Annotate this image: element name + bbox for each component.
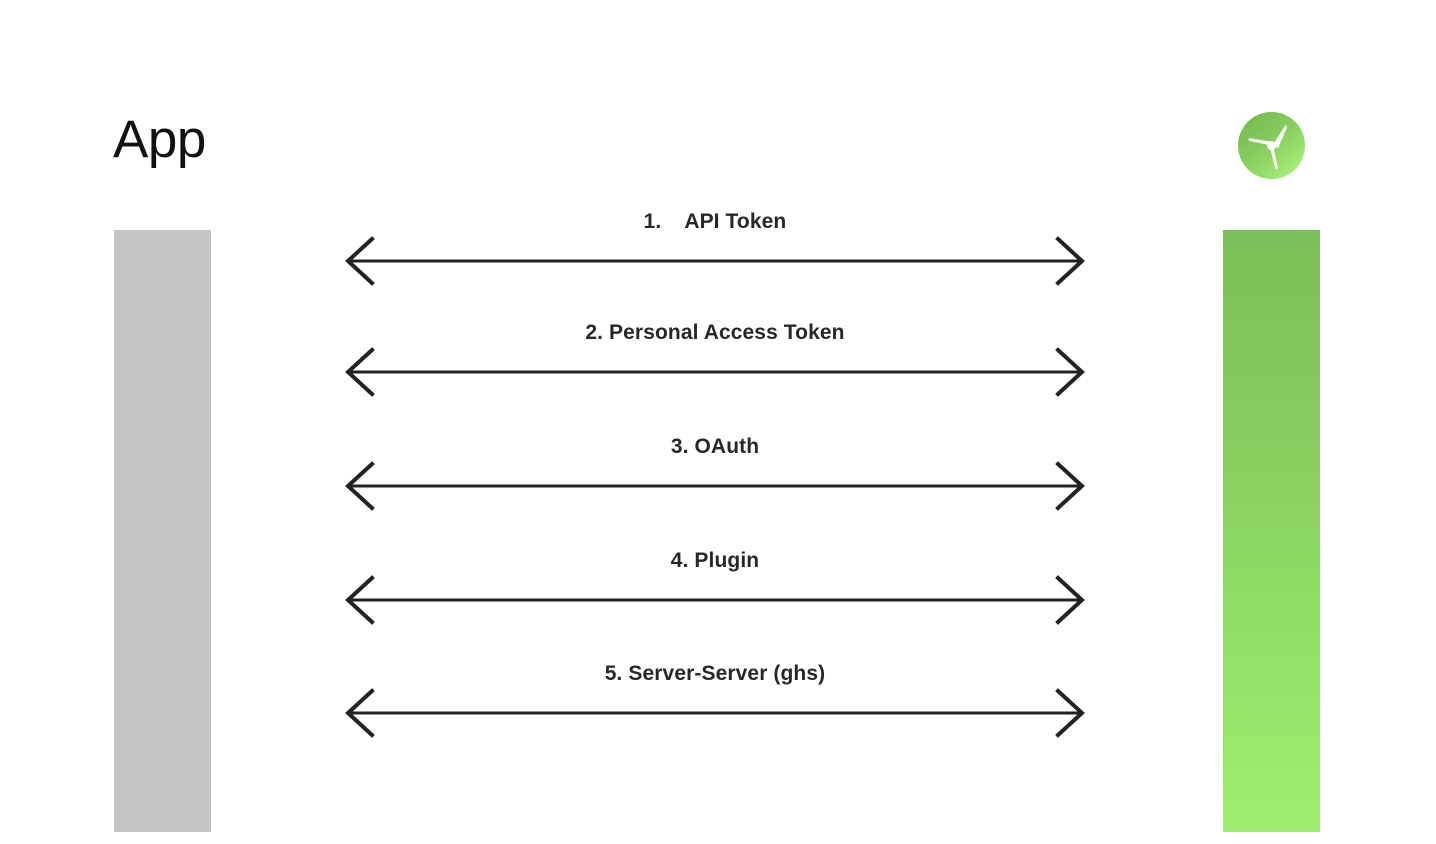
message-label: 4. Plugin bbox=[670, 549, 760, 572]
bidirectional-arrow-icon bbox=[342, 347, 1088, 397]
propeller-logo-icon bbox=[1237, 111, 1306, 180]
message-label: 5. Server-Server (ghs) bbox=[604, 662, 826, 685]
message-label: 2. Personal Access Token bbox=[585, 321, 845, 344]
message-row: 4. Plugin bbox=[342, 548, 1088, 626]
page-title: App bbox=[113, 110, 206, 169]
message-row: 1. API Token bbox=[342, 209, 1088, 287]
message-label: 3. OAuth bbox=[670, 435, 760, 458]
bidirectional-arrow-icon bbox=[342, 575, 1088, 625]
lifeline-app bbox=[114, 230, 211, 832]
lifeline-service bbox=[1223, 230, 1320, 832]
bidirectional-arrow-icon bbox=[342, 688, 1088, 738]
message-row: 2. Personal Access Token bbox=[342, 320, 1088, 398]
message-row: 3. OAuth bbox=[342, 434, 1088, 512]
message-row: 5. Server-Server (ghs) bbox=[342, 661, 1088, 739]
bidirectional-arrow-icon bbox=[342, 236, 1088, 286]
message-label: 1. API Token bbox=[643, 210, 787, 233]
bidirectional-arrow-icon bbox=[342, 461, 1088, 511]
